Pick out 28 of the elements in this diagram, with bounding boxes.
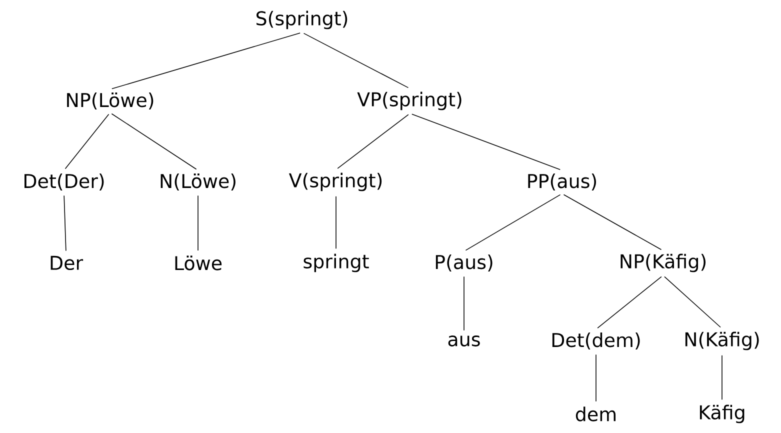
tree-branch [563, 194, 662, 250]
tree-branch [64, 195, 66, 252]
tree-label: N(Löwe) [160, 174, 236, 190]
tree-label: Löwe [175, 256, 222, 270]
tree-label: Det(Der) [24, 174, 104, 190]
tree-label: Käfig [700, 404, 744, 424]
tree-label: Det(dem) [552, 332, 640, 350]
tree-label: N(Käfig) [685, 332, 759, 350]
tree-label: Der [50, 256, 84, 270]
tree-branch [112, 32, 300, 90]
tree-branch [465, 194, 561, 251]
tree-label: springt [304, 254, 369, 272]
tree-label: NP(Käfig) [620, 254, 706, 272]
tree-branch [111, 113, 197, 170]
tree-branch [411, 114, 561, 170]
tree-branch [64, 114, 110, 170]
tree-branch [303, 32, 409, 88]
tree-label: aus [448, 336, 480, 346]
tree-branch [597, 276, 662, 328]
tree-label: V(springt) [288, 172, 382, 192]
tree-label: dem [576, 406, 616, 422]
tree-label: PP(aus) [528, 174, 596, 190]
tree-branch [337, 114, 409, 169]
tree-label: P(aus) [436, 254, 492, 272]
tree-label: NP(Löwe) [67, 92, 154, 110]
tree-label: VP(springt) [357, 92, 462, 110]
tree-label: S(springt) [256, 10, 348, 30]
tree-branch [664, 276, 721, 328]
